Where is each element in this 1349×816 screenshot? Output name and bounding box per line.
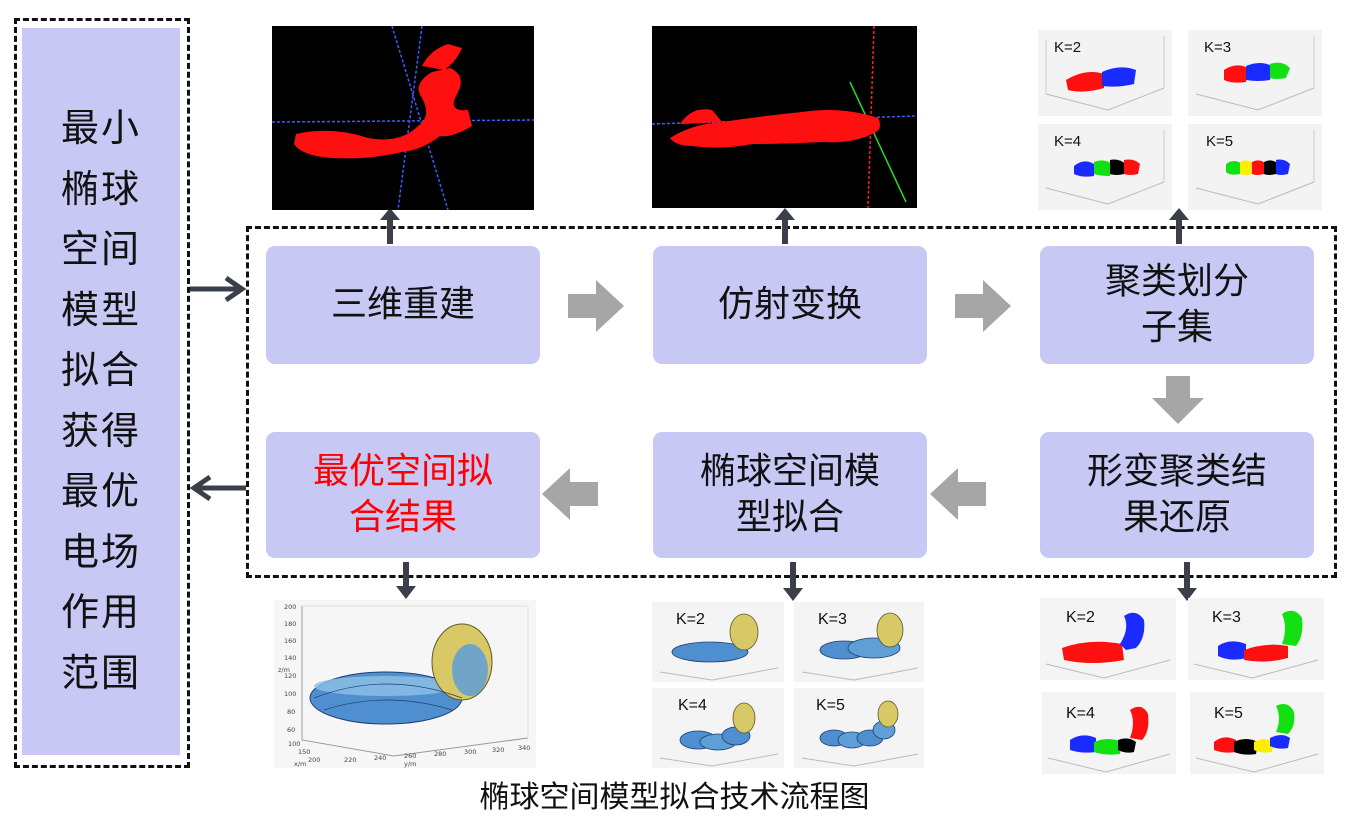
step-affine-transform: 仿射变换 — [653, 246, 927, 364]
step-optimal-fit-result: 最优空间拟合结果 — [266, 432, 540, 558]
flow-arrow-right-2 — [955, 280, 1011, 332]
up-arrow-reconstruction — [380, 208, 400, 244]
fit-k2-label: K=2 — [676, 611, 705, 628]
cluster-k3-label: K=3 — [1204, 39, 1231, 56]
y-tick-4: 300 — [464, 748, 476, 756]
restored-k2-label: K=2 — [1066, 609, 1095, 626]
z-tick-1: 180 — [284, 620, 296, 628]
flow-arrow-right-1 — [568, 280, 624, 332]
side-panel-text: 最小椭球空间模型拟合获得最优电场作用范围 — [60, 106, 141, 695]
step-restore-clusters: 形变聚类结果还原 — [1040, 432, 1314, 558]
x-tick-1: 150 — [298, 748, 310, 756]
z-tick-4: 120 — [284, 672, 296, 680]
step-restore-clusters-label: 形变聚类结果还原 — [1087, 451, 1268, 538]
side-panel-frame — [14, 18, 190, 768]
ellipsoid-fit-k4-image: K=4 — [652, 688, 784, 768]
step-ellipsoid-model-fit: 椭球空间模型拟合 — [653, 432, 927, 558]
cluster-k3-image: K=3 — [1188, 30, 1322, 116]
step-3d-reconstruction-label: 三维重建 — [330, 284, 475, 325]
arrow-to-flow — [190, 275, 247, 303]
cluster-k4-label: K=4 — [1054, 133, 1081, 150]
z-tick-2: 160 — [284, 637, 296, 645]
restored-k3-image: K=3 — [1188, 598, 1324, 680]
restored-k4-label: K=4 — [1066, 705, 1095, 722]
y-tick-6: 340 — [518, 744, 530, 752]
z-tick-3: 140 — [284, 654, 296, 662]
x-tick-2: 200 — [308, 756, 320, 764]
side-panel: 最小椭球空间模型拟合获得最优电场作用范围 — [22, 28, 180, 755]
cluster-k2-image: K=2 — [1038, 30, 1172, 116]
flow-arrow-left-2 — [542, 468, 598, 520]
restored-k5-image: K=5 — [1190, 692, 1324, 774]
down-arrow-ellipsoid — [783, 562, 803, 601]
ellipsoid-fit-k3-image: K=3 — [794, 602, 924, 682]
cluster-k5-image: K=5 — [1188, 124, 1322, 210]
step-affine-transform-label: 仿射变换 — [717, 284, 862, 325]
flow-arrow-down — [1152, 376, 1204, 424]
x-tick-0: 100 — [288, 740, 300, 748]
ellipsoid-fit-k5-image: K=5 — [794, 688, 924, 768]
step-3d-reconstruction: 三维重建 — [266, 246, 540, 364]
restored-k2-image: K=2 — [1040, 598, 1176, 680]
y-axis-label: y/m — [404, 760, 416, 768]
restored-k3-label: K=3 — [1212, 609, 1241, 626]
z-axis-label: z/m — [278, 666, 290, 674]
up-arrow-affine — [775, 208, 795, 244]
y-tick-0: 220 — [344, 756, 356, 764]
z-tick-6: 80 — [287, 708, 295, 716]
restored-k4-image: K=4 — [1042, 692, 1176, 774]
flow-arrow-left-1 — [930, 468, 986, 520]
y-tick-2: 260 — [404, 752, 416, 760]
ellipsoid-fit-k2-image: K=2 — [652, 602, 784, 682]
restored-k5-label: K=5 — [1214, 705, 1243, 722]
cluster-k2-label: K=2 — [1054, 39, 1081, 56]
up-arrow-cluster — [1169, 208, 1189, 244]
arrow-to-side-panel — [189, 474, 246, 502]
reconstruction-point-cloud-image — [272, 26, 534, 210]
step-ellipsoid-model-fit-label: 椭球空间模型拟合 — [700, 451, 881, 538]
y-tick-5: 320 — [492, 746, 504, 754]
fit-k5-label: K=5 — [816, 697, 845, 714]
down-arrow-restore — [1177, 562, 1197, 601]
x-axis-label: x/m — [294, 760, 306, 768]
y-tick-3: 280 — [434, 750, 446, 758]
z-tick-5: 100 — [284, 690, 296, 698]
y-tick-1: 240 — [374, 754, 386, 762]
cluster-k5-label: K=5 — [1206, 133, 1233, 150]
down-arrow-optimal — [396, 562, 416, 599]
z-tick-7: 60 — [287, 726, 295, 734]
z-tick-0: 200 — [284, 603, 296, 611]
step-cluster-subsets: 聚类划分子集 — [1040, 246, 1314, 364]
fit-k4-label: K=4 — [678, 697, 707, 714]
cluster-k4-image: K=4 — [1038, 124, 1172, 210]
fit-k3-label: K=3 — [818, 611, 847, 628]
step-optimal-fit-result-label: 最优空间拟合结果 — [313, 451, 494, 538]
figure-caption: 椭球空间模型拟合技术流程图 — [479, 780, 870, 815]
optimal-fit-plot-image: 200 180 160 140 120 100 80 60 z/m 100 15… — [274, 600, 536, 768]
affine-transform-image — [652, 26, 917, 208]
step-cluster-subsets-label: 聚类划分子集 — [1104, 261, 1249, 348]
